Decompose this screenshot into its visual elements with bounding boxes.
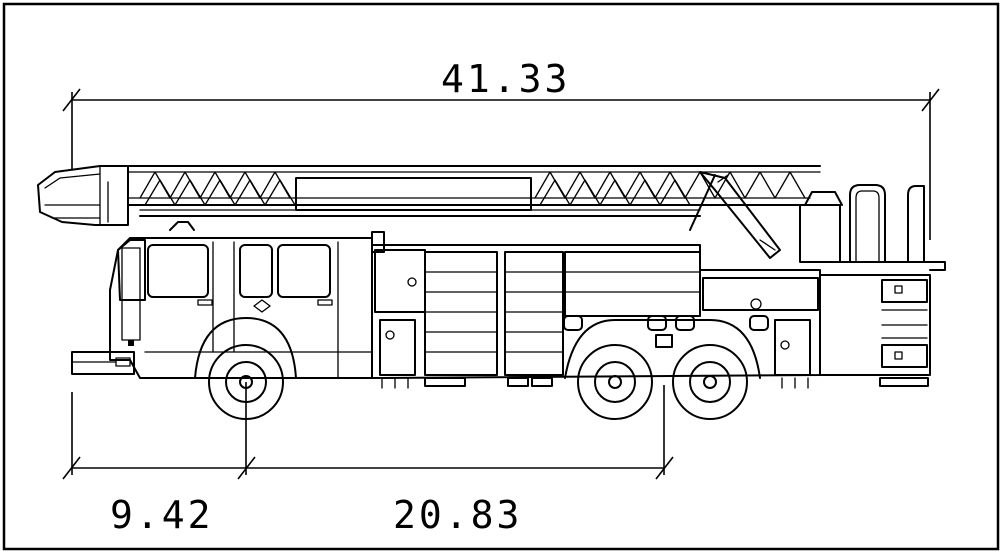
body-compartments — [371, 231, 946, 389]
aerial-ladder — [37, 165, 925, 263]
overall-length-label: 41.33 — [441, 57, 570, 101]
front-overhang-label: 9.42 — [110, 493, 214, 537]
bottom-dimensions: 9.42 20.83 — [62, 382, 674, 537]
overall-length-dimension: 41.33 — [62, 57, 940, 240]
front-wheel — [208, 344, 284, 420]
axle-block — [655, 334, 673, 348]
rear-wheel-2 — [672, 344, 748, 420]
cab — [71, 221, 373, 379]
wheelbase-label: 20.83 — [393, 493, 522, 537]
wheel-arches — [194, 317, 761, 379]
rear-wheel-1 — [577, 344, 653, 420]
drawing-border — [2, 2, 1000, 551]
